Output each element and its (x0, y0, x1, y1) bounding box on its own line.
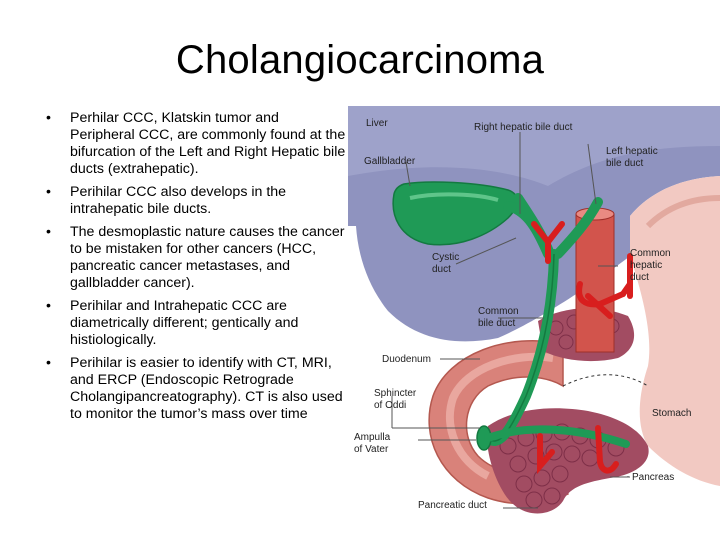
common-bile-duct-edge (485, 253, 555, 442)
bullet-text: Perihilar CCC also develops in the intra… (70, 184, 287, 217)
slide-title: Cholangiocarcinoma (175, 38, 545, 82)
gallbladder-shine (409, 192, 499, 202)
label-common-bile-1: Common (478, 306, 519, 317)
label-ampulla-2: of Vater (354, 444, 389, 455)
label-ampulla-1: Ampulla (354, 432, 391, 443)
label-common-hepatic-2: hepatic (630, 260, 662, 271)
bullet-item: • The desmoplastic nature causes the canc… (46, 224, 346, 292)
bullet-item: • Perihilar is easier to identify with CT… (46, 355, 346, 423)
dashed-outline (562, 374, 649, 387)
label-sphincter-2: of Oddi (374, 400, 406, 411)
bullet-item: • Perihilar CCC also develops in the intr… (46, 184, 346, 218)
bullet-dot: • (46, 355, 51, 371)
leader-lines (391, 132, 629, 509)
bullet-item: • Perhilar CCC, Klatskin tumor and Periph… (46, 110, 346, 178)
bullet-list: • Perhilar CCC, Klatskin tumor and Periph… (46, 110, 346, 429)
label-common-hepatic-3: duct (630, 272, 649, 283)
label-sphincter-1: Sphincter (374, 388, 417, 399)
label-cystic-2: duct (432, 264, 451, 275)
label-gallbladder: Gallbladder (364, 156, 416, 167)
label-pancreas: Pancreas (632, 472, 674, 483)
bullet-text: Perhilar CCC, Klatskin tumor and Periphe… (70, 110, 346, 177)
bullet-dot: • (46, 110, 51, 126)
stomach-shape (630, 176, 720, 486)
anatomy-illustration: Liver Right hepatic bile duct Left hepat… (348, 106, 720, 540)
bullet-text: Perihilar and Intrahepatic CCC are diame… (70, 298, 299, 348)
label-common-bile-2: bile duct (478, 318, 515, 329)
label-right-hepatic: Right hepatic bile duct (474, 122, 573, 133)
bullet-item: • Perihilar and Intrahepatic CCC are diam… (46, 298, 346, 349)
label-liver: Liver (366, 118, 388, 129)
label-common-hepatic-1: Common (630, 248, 671, 259)
bullet-text: The desmoplastic nature causes the cance… (70, 224, 345, 291)
label-stomach: Stomach (652, 408, 691, 419)
bullet-dot: • (46, 184, 51, 200)
label-left-hepatic-1: Left hepatic (606, 146, 658, 157)
liver-highlight (348, 106, 720, 186)
anatomy-svg: Liver Right hepatic bile duct Left hepat… (348, 106, 720, 514)
label-duodenum: Duodenum (382, 354, 431, 365)
pancreatic-duct (484, 425, 630, 448)
bullet-dot: • (46, 224, 51, 240)
tumor-marks (531, 221, 633, 475)
duodenum-inner (445, 352, 554, 480)
label-pancreatic-duct: Pancreatic duct (418, 500, 487, 511)
bullet-dot: • (46, 298, 51, 314)
bullet-text: Perihilar is easier to identify with CT,… (70, 355, 343, 422)
label-left-hepatic-2: bile duct (606, 158, 643, 169)
label-cystic-1: Cystic (432, 252, 459, 263)
stomach-fold (645, 195, 720, 229)
